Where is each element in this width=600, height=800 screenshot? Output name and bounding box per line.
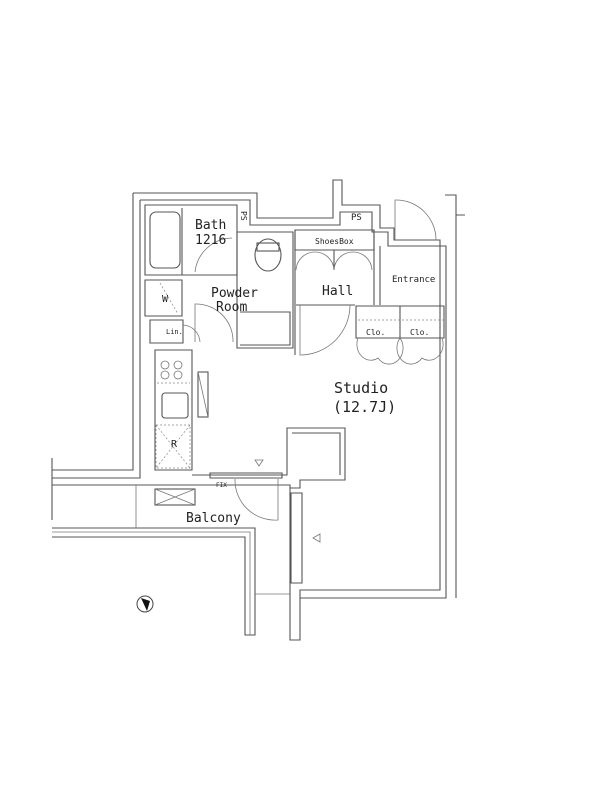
label-refrigerator: R bbox=[171, 439, 178, 450]
label-ps-left: PS bbox=[239, 211, 248, 221]
compass-icon bbox=[136, 595, 154, 613]
interior-walls bbox=[144, 199, 445, 365]
label-ps-right: PS bbox=[351, 213, 362, 223]
label-bath-size: 1216 bbox=[195, 233, 226, 248]
label-powder: Powder bbox=[211, 286, 258, 301]
toilet bbox=[254, 238, 282, 272]
label-closet-2: Clo. bbox=[410, 328, 429, 337]
balcony-door bbox=[135, 472, 321, 595]
label-washer: W bbox=[162, 294, 169, 305]
label-shoes-box: ShoesBox bbox=[315, 237, 354, 246]
studio-notch bbox=[192, 427, 346, 489]
label-fix: FIX bbox=[216, 482, 227, 489]
label-closet-1: Clo. bbox=[366, 328, 385, 337]
bathtub bbox=[149, 211, 181, 269]
label-studio-size: (12.7J) bbox=[333, 398, 396, 416]
outer-walls bbox=[51, 179, 465, 641]
label-bath: Bath bbox=[195, 218, 226, 233]
label-studio: Studio bbox=[334, 379, 388, 397]
label-hall: Hall bbox=[322, 284, 353, 299]
label-entrance: Entrance bbox=[392, 275, 435, 285]
label-linen: Lin. bbox=[166, 328, 183, 336]
label-balcony: Balcony bbox=[186, 511, 241, 526]
kitchen bbox=[154, 349, 209, 471]
label-room: Room bbox=[216, 300, 247, 315]
